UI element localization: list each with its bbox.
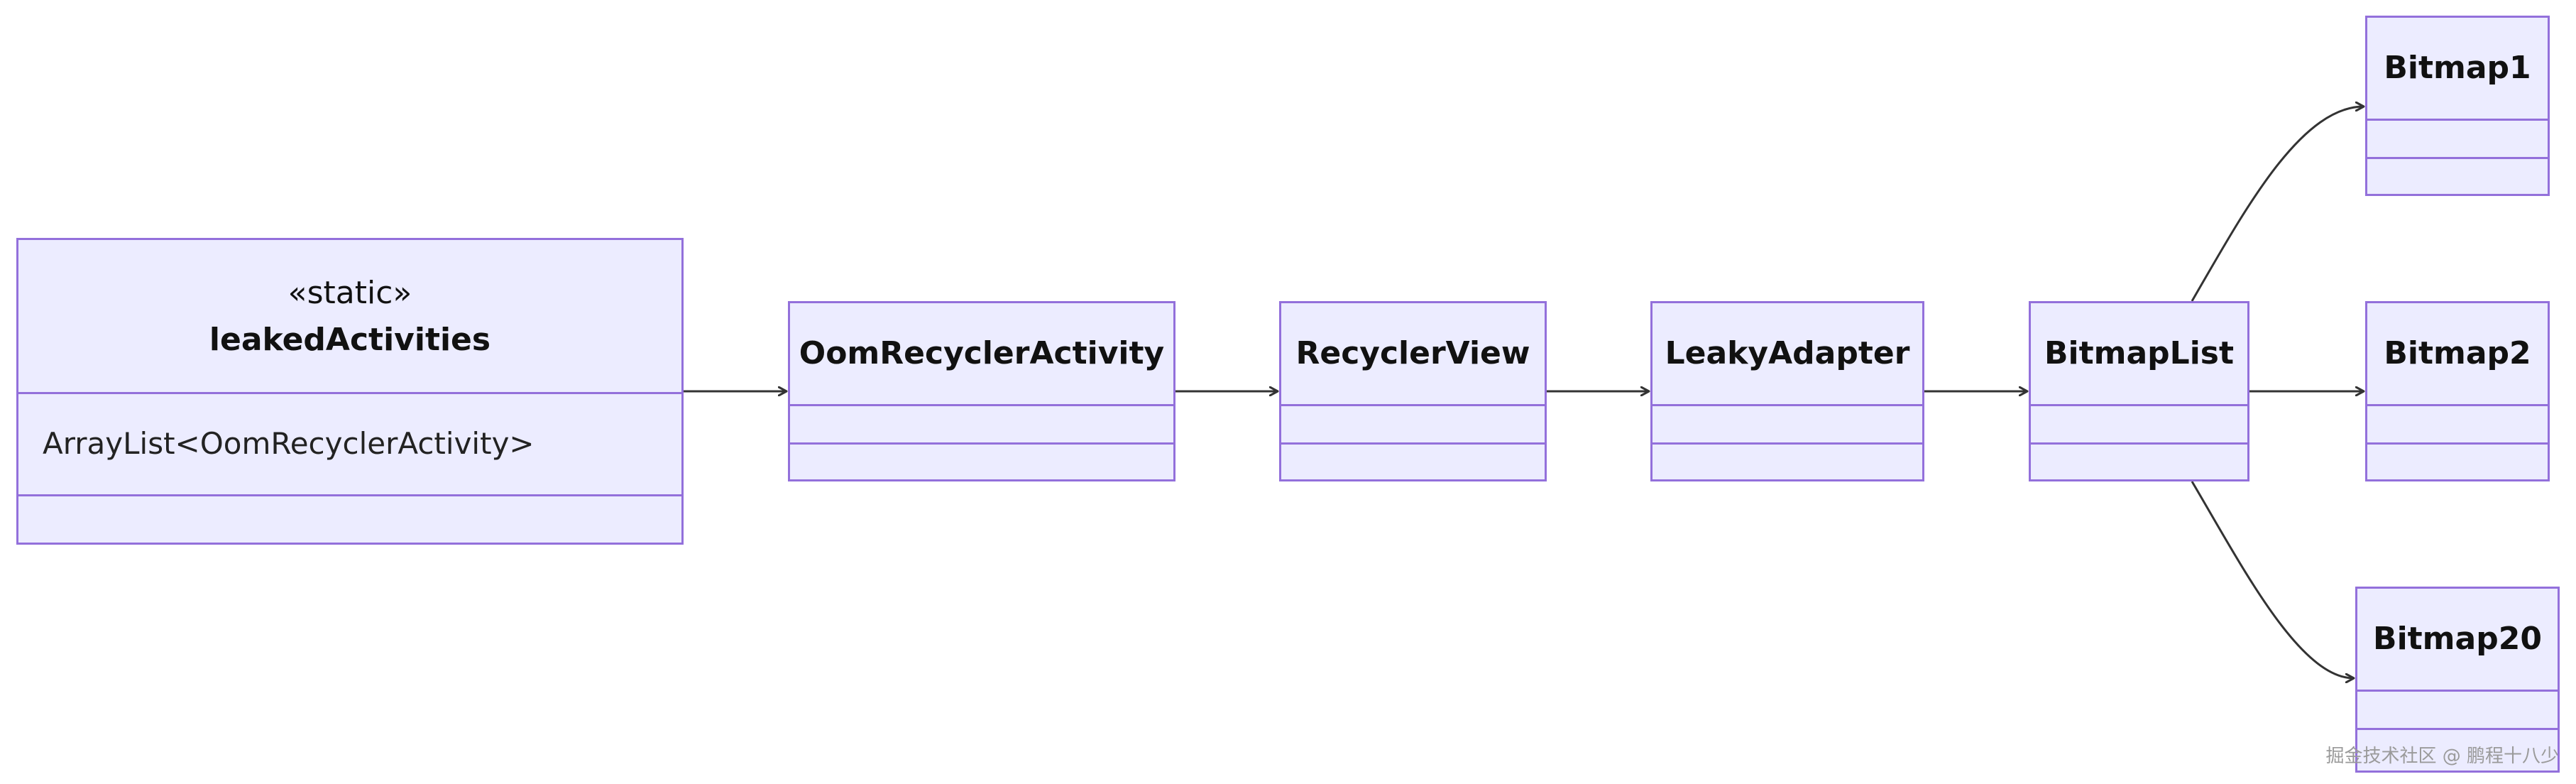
class-divider bbox=[2367, 119, 2548, 121]
class-divider bbox=[2357, 690, 2558, 692]
class-header: Bitmap2 bbox=[2367, 303, 2548, 404]
class-name: leakedActivities bbox=[209, 322, 491, 358]
class-divider bbox=[1653, 404, 1922, 406]
class-divider bbox=[1281, 404, 1545, 406]
class-divider bbox=[2367, 157, 2548, 159]
class-header: Bitmap20 bbox=[2357, 589, 2558, 690]
class-header: «static» leakedActivities bbox=[18, 240, 681, 393]
edge-bitmaplist-to-bitmap20 bbox=[2191, 481, 2354, 678]
class-header: LeakyAdapter bbox=[1653, 303, 1922, 404]
class-name: BitmapList bbox=[2044, 335, 2235, 371]
edge-bitmaplist-to-bitmap1 bbox=[2191, 107, 2364, 302]
class-node-bitmap20: Bitmap20 bbox=[2355, 587, 2560, 773]
class-divider bbox=[2031, 442, 2247, 445]
class-name: Bitmap1 bbox=[2384, 50, 2531, 86]
class-node-bitmap1: Bitmap1 bbox=[2365, 16, 2550, 196]
class-divider bbox=[2031, 404, 2247, 406]
class-name: LeakyAdapter bbox=[1665, 335, 1910, 371]
class-divider bbox=[790, 404, 1173, 406]
class-header: OomRecyclerActivity bbox=[790, 303, 1173, 404]
class-header: BitmapList bbox=[2031, 303, 2247, 404]
class-name: Bitmap20 bbox=[2373, 621, 2542, 657]
class-divider bbox=[2367, 442, 2548, 445]
class-divider bbox=[2357, 728, 2558, 730]
watermark: 掘金技术社区 @ 鹏程十八少 bbox=[2325, 746, 2559, 767]
class-node-leakedactivities: «static» leakedActivities ArrayList<OomR… bbox=[16, 238, 684, 545]
class-header: RecyclerView bbox=[1281, 303, 1545, 404]
class-stereotype: «static» bbox=[287, 275, 412, 311]
class-divider bbox=[2367, 404, 2548, 406]
class-divider bbox=[790, 442, 1173, 445]
class-node-recyclerview: RecyclerView bbox=[1279, 301, 1547, 481]
class-node-bitmaplist: BitmapList bbox=[2029, 301, 2249, 481]
class-node-leakyadapter: LeakyAdapter bbox=[1650, 301, 1924, 481]
class-name: RecyclerView bbox=[1295, 335, 1530, 371]
class-node-oomrecycleractivity: OomRecyclerActivity bbox=[788, 301, 1175, 481]
class-divider bbox=[18, 494, 681, 496]
class-name: Bitmap2 bbox=[2384, 335, 2531, 371]
class-divider bbox=[1281, 442, 1545, 445]
class-node-bitmap2: Bitmap2 bbox=[2365, 301, 2550, 481]
class-name: OomRecyclerActivity bbox=[799, 335, 1165, 371]
class-divider bbox=[1653, 442, 1922, 445]
class-divider bbox=[18, 392, 681, 394]
class-attribute: ArrayList<OomRecyclerActivity> bbox=[43, 426, 535, 461]
class-header: Bitmap1 bbox=[2367, 18, 2548, 119]
